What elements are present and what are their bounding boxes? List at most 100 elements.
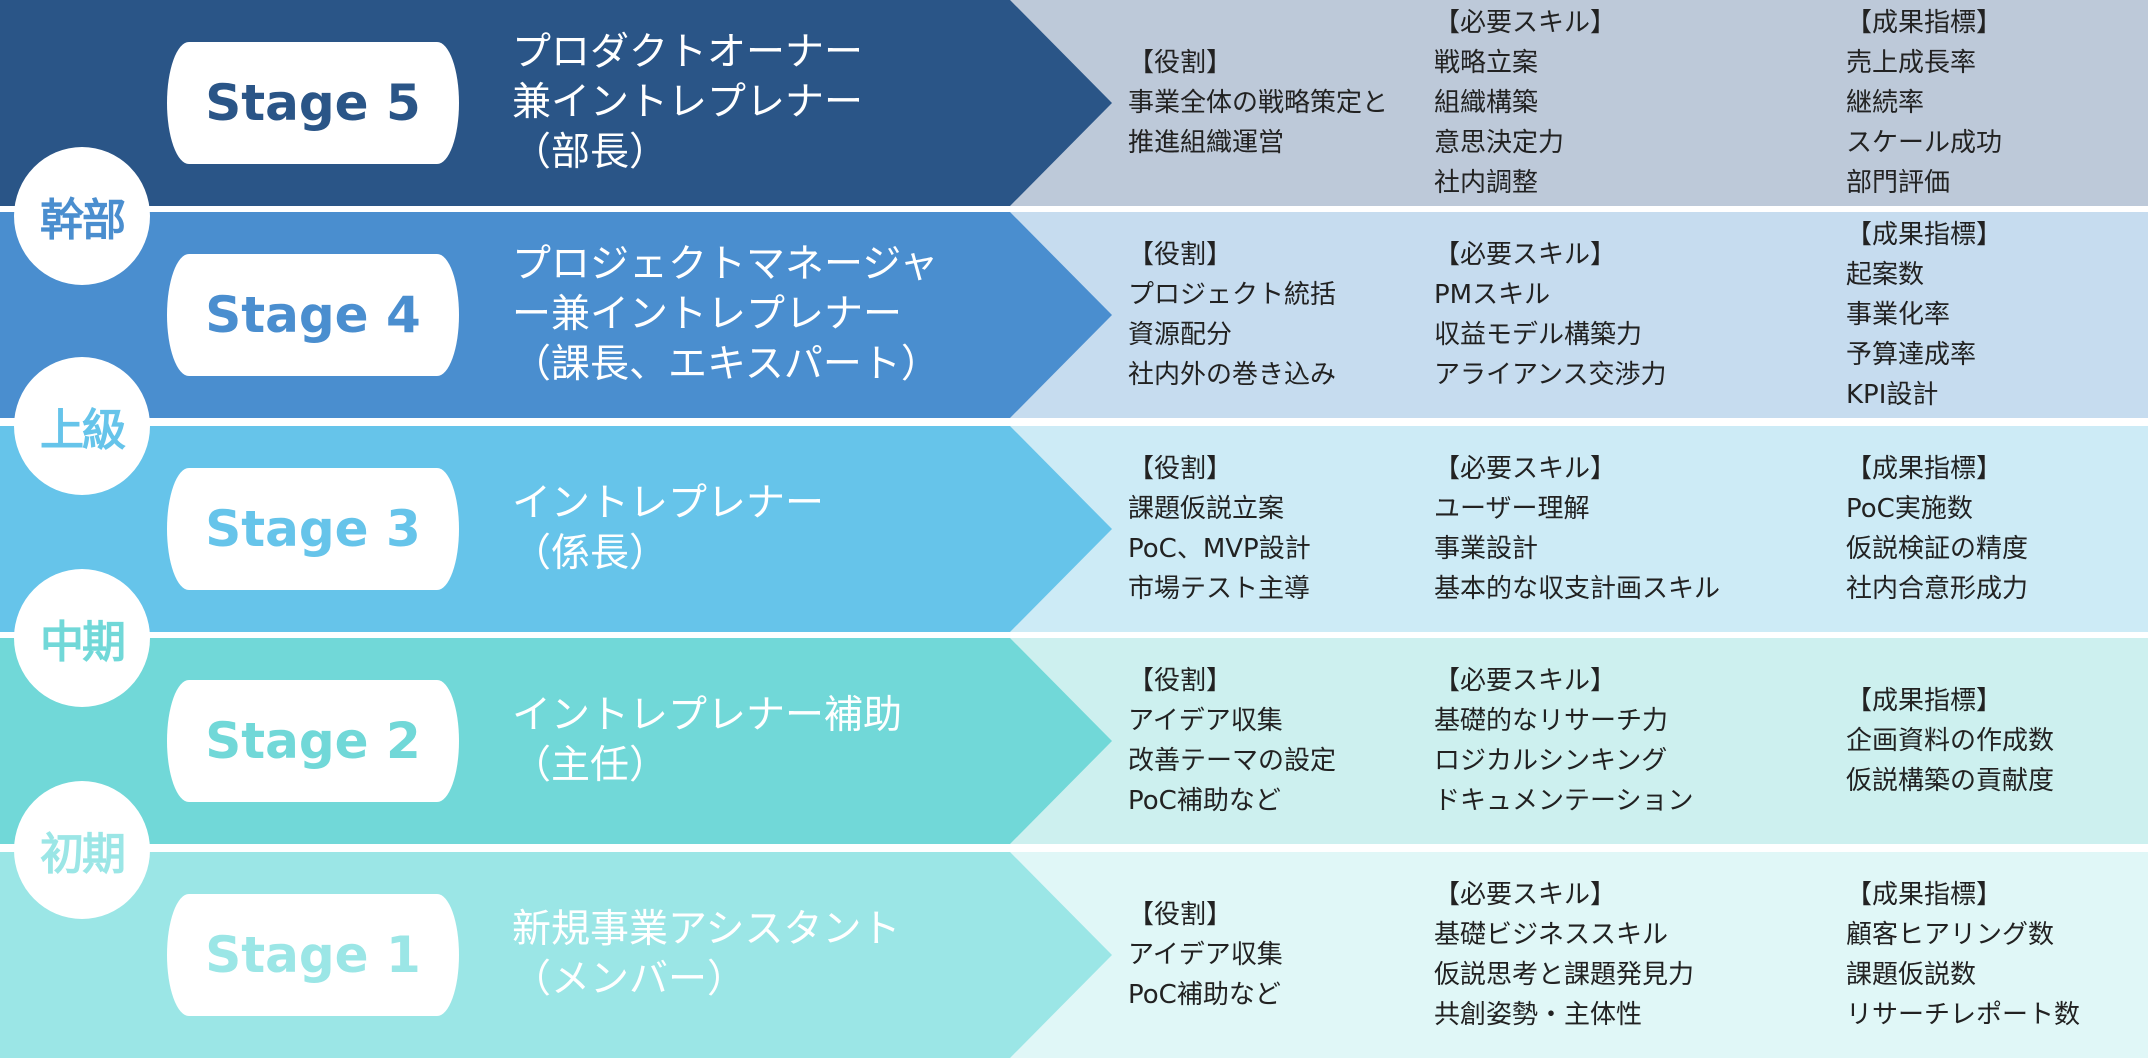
role-column: 【役割】 プロジェクト統括資源配分社内外の巻き込み — [1128, 212, 1336, 418]
kpi-item: 事業化率 — [1846, 300, 1951, 330]
skills-item: ドキュメンテーション — [1434, 786, 1694, 816]
role-item: 推進組織運営 — [1128, 128, 1285, 158]
skills-column: 【必要スキル】 基礎的なリサーチ力ロジカルシンキングドキュメンテーション — [1434, 638, 1693, 844]
skills-item: 社内調整 — [1434, 168, 1539, 198]
kpi-item: 仮説検証の精度 — [1846, 534, 2029, 564]
skills-item: ロジカルシンキング — [1434, 746, 1668, 776]
role-item: 資源配分 — [1128, 320, 1233, 350]
level-label: 幹部 — [40, 195, 126, 246]
level-badge: 中期 — [14, 569, 150, 707]
skills-header: 【必要スキル】 — [1434, 880, 1617, 910]
stage-title: 新規事業アシスタント （メンバー） — [512, 852, 900, 1058]
stage-badge: Stage 1 — [167, 894, 459, 1016]
kpi-item: 起案数 — [1846, 260, 1925, 290]
role-item: 改善テーマの設定 — [1128, 746, 1337, 776]
role-header: 【役割】 — [1128, 48, 1233, 78]
level-label: 初期 — [40, 829, 126, 880]
skills-item: 事業設計 — [1434, 534, 1539, 564]
kpi-column: 【成果指標】 PoC実施数仮説検証の精度社内合意形成力 — [1846, 426, 2028, 632]
kpi-column: 【成果指標】 顧客ヒアリング数課題仮説数リサーチレポート数 — [1846, 852, 2080, 1058]
skills-item: 仮説思考と課題発見力 — [1434, 960, 1695, 990]
skills-item: ユーザー理解 — [1434, 494, 1590, 524]
stage-title-line: （部長） — [512, 130, 669, 175]
skills-item: 基礎的なリサーチ力 — [1434, 706, 1669, 736]
skills-header: 【必要スキル】 — [1434, 666, 1617, 696]
skills-column: 【必要スキル】 基礎ビジネススキル仮説思考と課題発見力共創姿勢・主体性 — [1434, 852, 1694, 1058]
stage-title-line: （メンバー） — [512, 957, 747, 1002]
stage-title-line: プロダクトオーナー — [512, 30, 864, 75]
kpi-item: KPI設計 — [1846, 380, 1939, 410]
stage-badge-label: Stage 1 — [205, 926, 421, 984]
kpi-header: 【成果指標】 — [1846, 454, 2003, 484]
kpi-column: 【成果指標】 売上成長率継続率スケール成功部門評価 — [1846, 0, 2002, 206]
level-badge: 初期 — [14, 781, 150, 919]
kpi-item: 部門評価 — [1846, 168, 1951, 198]
skills-item: 収益モデル構築力 — [1434, 320, 1643, 350]
stage-badge: Stage 5 — [167, 42, 459, 164]
stage-row: Stage 2 イントレプレナー補助（主任） 【役割】 アイデア収集改善テーマの… — [0, 638, 2148, 844]
skills-item: 意思決定力 — [1434, 128, 1565, 158]
skills-item: 基本的な収支計画スキル — [1434, 574, 1721, 604]
kpi-header: 【成果指標】 — [1846, 8, 2003, 38]
level-label: 中期 — [40, 617, 126, 668]
skills-column: 【必要スキル】 ユーザー理解事業設計基本的な収支計画スキル — [1434, 426, 1720, 632]
role-item: PoC補助など — [1128, 786, 1281, 816]
stage-title: イントレプレナー （係長） — [512, 426, 824, 632]
level-badge: 幹部 — [14, 147, 150, 285]
role-header: 【役割】 — [1128, 454, 1233, 484]
stage-title-line: 兼イントレプレナー — [512, 80, 864, 125]
stage-title-line: 新規事業アシスタント — [512, 907, 901, 952]
role-header: 【役割】 — [1128, 240, 1233, 270]
skills-item: 共創姿勢・主体性 — [1434, 1000, 1643, 1030]
stage-title-line: イントレプレナー — [512, 481, 825, 526]
kpi-item: 売上成長率 — [1846, 48, 1977, 78]
stage-badge-label: Stage 5 — [205, 74, 421, 132]
skills-header: 【必要スキル】 — [1434, 454, 1617, 484]
role-item: 社内外の巻き込み — [1128, 360, 1337, 390]
stage-badge: Stage 2 — [167, 680, 459, 802]
role-item: 課題仮説立案 — [1128, 494, 1285, 524]
stage-badge-label: Stage 3 — [205, 500, 421, 558]
level-label: 上級 — [40, 405, 126, 456]
stage-row: Stage 3 イントレプレナー （係長） 【役割】 課題仮説立案 PoC、MVP設… — [0, 426, 2148, 632]
stage-title-line: ー兼イントレプレナー — [512, 292, 903, 337]
kpi-item: 社内合意形成力 — [1846, 574, 2029, 604]
kpi-item: 課題仮説数 — [1846, 960, 1977, 990]
role-column: 【役割】 課題仮説立案 PoC、MVP設計市場テスト主導 — [1128, 426, 1311, 632]
kpi-header: 【成果指標】 — [1846, 220, 2003, 250]
kpi-item: PoC実施数 — [1846, 494, 1973, 524]
role-header: 【役割】 — [1128, 666, 1233, 696]
skills-column: 【必要スキル】 戦略立案組織構築意思決定力社内調整 — [1434, 0, 1616, 206]
level-badge: 上級 — [14, 357, 150, 495]
kpi-item: スケール成功 — [1846, 128, 2003, 158]
stage-badge-label: Stage 4 — [205, 286, 421, 344]
role-header: 【役割】 — [1128, 900, 1233, 930]
kpi-header: 【成果指標】 — [1846, 880, 2003, 910]
role-column: 【役割】 事業全体の戦略策定と推進組織運営 — [1128, 0, 1388, 206]
kpi-item: リサーチレポート数 — [1846, 1000, 2081, 1030]
stage-row: Stage 5 プロダクトオーナー兼イントレプレナー （部長） 【役割】 事業全体… — [0, 0, 2148, 206]
skills-item: 基礎ビジネススキル — [1434, 920, 1669, 950]
role-item: PoC、MVP設計 — [1128, 534, 1311, 564]
role-item: 市場テスト主導 — [1128, 574, 1311, 604]
stage-title-line: （係長） — [512, 531, 669, 576]
stage-badge-label: Stage 2 — [205, 712, 421, 770]
skills-item: PMスキル — [1434, 280, 1551, 310]
stage-title-line: プロジェクトマネージャ — [512, 242, 939, 287]
skills-header: 【必要スキル】 — [1434, 240, 1617, 270]
role-item: プロジェクト統括 — [1128, 280, 1337, 310]
role-item: PoC補助など — [1128, 980, 1281, 1010]
stage-title: イントレプレナー補助（主任） — [512, 638, 902, 844]
kpi-item: 企画資料の作成数 — [1846, 726, 2055, 756]
skills-item: 戦略立案 — [1434, 48, 1539, 78]
stage-badge: Stage 3 — [167, 468, 459, 590]
stage-title: プロダクトオーナー兼イントレプレナー （部長） — [512, 0, 863, 206]
kpi-item: 仮説構築の貢献度 — [1846, 766, 2055, 796]
skills-column: 【必要スキル】 PMスキル収益モデル構築力アライアンス交渉力 — [1434, 212, 1666, 418]
skills-item: 組織構築 — [1434, 88, 1539, 118]
skills-item: アライアンス交渉力 — [1434, 360, 1667, 390]
